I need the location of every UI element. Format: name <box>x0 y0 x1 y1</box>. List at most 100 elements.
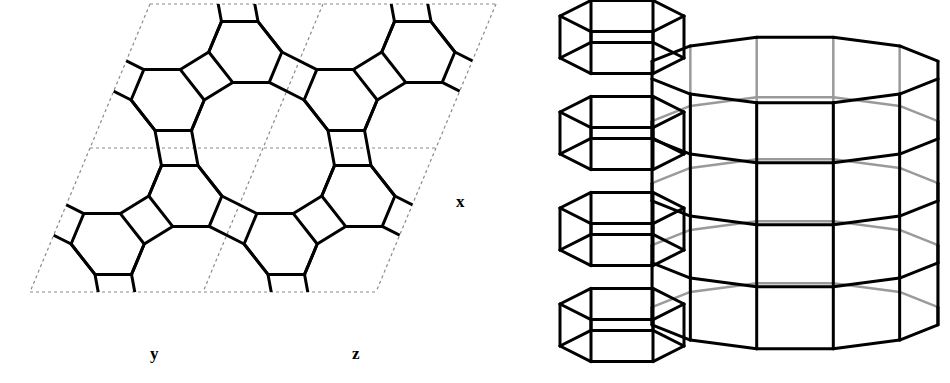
ring <box>36 22 109 83</box>
ring <box>495 166 568 227</box>
cage-edge <box>560 346 591 362</box>
cage-edge <box>653 58 684 74</box>
cage-edge <box>900 201 938 216</box>
cage-edge <box>653 250 684 266</box>
ring <box>478 226 621 357</box>
cage-edge <box>560 250 591 266</box>
cage-edge <box>560 42 591 58</box>
cage-edge <box>653 192 684 208</box>
cage-edge <box>560 16 591 32</box>
cage-edge <box>560 96 591 112</box>
cell-line <box>376 4 496 292</box>
ring <box>357 358 430 383</box>
cage-edge <box>652 168 690 183</box>
cage-edge <box>757 220 834 223</box>
cage-edge <box>832 225 835 287</box>
cage-edge <box>755 103 758 163</box>
cage-edge <box>757 285 834 288</box>
cage-perspective <box>560 0 938 361</box>
ring <box>650 70 723 131</box>
ring <box>0 70 31 131</box>
ring <box>184 358 257 383</box>
cage-edge <box>755 225 758 287</box>
cage-edge <box>898 216 901 278</box>
ring <box>245 370 388 383</box>
cage-edge <box>590 0 593 42</box>
cage-edge <box>757 347 834 350</box>
cage-edge <box>832 163 835 225</box>
cage-edge <box>689 94 692 154</box>
cage-edge <box>900 79 938 94</box>
cage-edge <box>653 330 684 346</box>
cage-edge <box>591 222 653 225</box>
axis-label: y <box>150 345 159 362</box>
cage-edge <box>560 304 591 320</box>
cage-edge <box>652 192 655 234</box>
cage-edge <box>898 154 901 216</box>
cage-edge <box>559 304 562 346</box>
cage-edge <box>757 96 834 99</box>
cage-edge <box>689 278 692 340</box>
cage-edge <box>652 79 690 94</box>
ring <box>244 214 317 275</box>
cage-edge <box>757 223 834 226</box>
cage-edge <box>652 288 655 330</box>
cage-edge <box>936 263 939 325</box>
cage-edge <box>560 192 591 208</box>
ring <box>305 226 448 357</box>
cage-edge <box>653 96 684 112</box>
cage-edge <box>757 161 834 164</box>
cage-edge <box>689 216 692 278</box>
cage-edge <box>653 0 684 16</box>
cage-edge <box>755 163 758 225</box>
cage-edge <box>689 154 692 216</box>
cage-edge <box>832 287 835 349</box>
cage-edge <box>591 287 653 290</box>
axis-label: x <box>456 193 465 210</box>
unit-cell-grid <box>30 4 496 292</box>
cage-edge <box>591 329 653 332</box>
ring <box>262 310 335 371</box>
cage-edge <box>690 94 756 103</box>
cage-edge <box>560 234 591 250</box>
cage-edge <box>591 233 653 236</box>
cage-edge <box>560 138 591 154</box>
ring <box>598 0 741 70</box>
cage-edge <box>560 58 591 74</box>
cage-edge <box>757 101 834 104</box>
cage-edge <box>591 137 653 140</box>
ring <box>11 358 84 383</box>
cage-edge <box>900 292 938 307</box>
cage-edge <box>690 278 756 287</box>
ring <box>71 214 144 275</box>
ring <box>477 70 550 131</box>
cage-edge <box>833 37 899 46</box>
cage-edge <box>560 288 591 304</box>
cage-edge <box>591 41 653 44</box>
cell-line <box>203 4 323 292</box>
cage-edge <box>900 139 938 154</box>
ring <box>382 22 455 83</box>
ring <box>0 226 101 357</box>
cage-edge <box>653 346 684 362</box>
cage-edge <box>653 234 684 250</box>
cage-edge <box>757 36 834 39</box>
ring <box>0 0 48 70</box>
ring <box>89 310 162 371</box>
cage-edge <box>590 192 593 234</box>
framework-projection <box>0 0 861 383</box>
cage-edge <box>683 112 686 154</box>
cage-edge <box>653 288 684 304</box>
cage-edge <box>653 154 684 170</box>
cage-edge <box>683 16 686 58</box>
cage-edge <box>690 216 756 225</box>
cage-edge <box>833 94 899 103</box>
cage-edge <box>690 37 756 46</box>
cage-edge <box>591 72 653 75</box>
cage-edge <box>898 94 901 154</box>
cage-edge <box>833 216 899 225</box>
cage-edge <box>832 37 835 97</box>
ring <box>79 0 222 70</box>
ring <box>435 310 508 371</box>
cage-edge <box>591 30 653 33</box>
